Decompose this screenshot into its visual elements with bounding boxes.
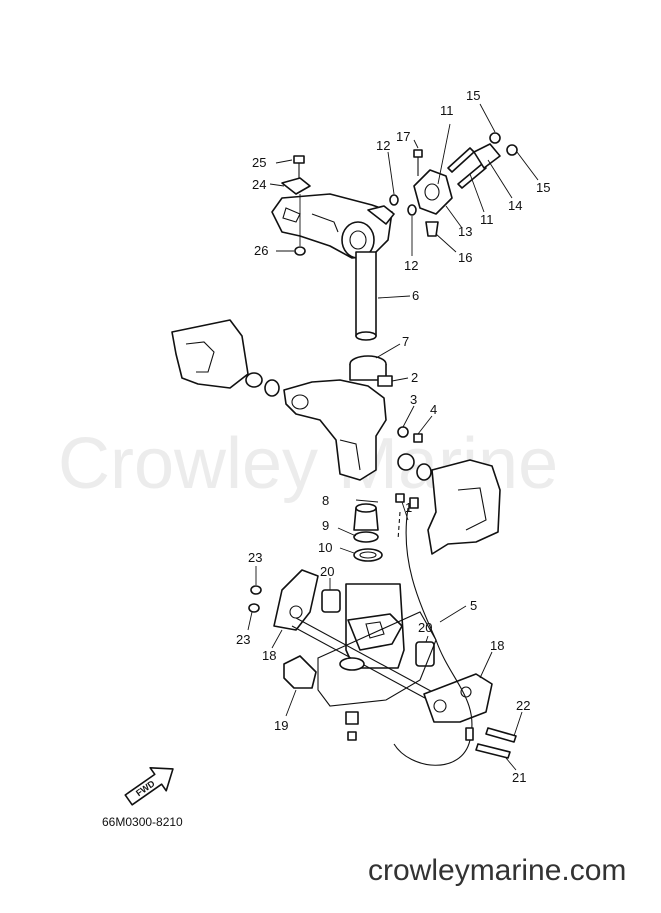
callout-12-lower: 12: [404, 258, 418, 273]
callout-6: 6: [412, 288, 419, 303]
swivel-bracket: [271, 193, 393, 259]
bracket-slot: [282, 207, 301, 223]
callout-19: 19: [274, 718, 288, 733]
bracket-ear: [367, 205, 395, 225]
lead-terminal: [465, 727, 474, 741]
callout-20-right: 20: [418, 620, 432, 635]
lower-boss: [339, 657, 365, 671]
mount-18-left: [273, 569, 319, 631]
callout-23-lower: 23: [236, 632, 250, 647]
grommet-right: [416, 463, 432, 481]
plate-24: [281, 177, 311, 195]
callout-10: 10: [318, 540, 332, 555]
site-text: crowleymarine.com: [368, 854, 626, 887]
callouts: 1 2 3 4 5 6 7 8 9 10 11 11 12 12 13 14 1…: [236, 88, 550, 785]
nut-23-lower: [248, 603, 260, 613]
callout-16: 16: [458, 250, 472, 265]
callout-15-upper: 15: [466, 88, 480, 103]
bracket-rib: [311, 213, 339, 233]
callout-5: 5: [470, 598, 477, 613]
callout-17: 17: [396, 129, 410, 144]
callout-11-lower: 11: [480, 212, 494, 227]
callout-22: 22: [516, 698, 530, 713]
pad-2: [377, 375, 393, 387]
side-cover-left: [171, 319, 249, 389]
callout-14: 14: [508, 198, 522, 213]
nut-23-upper: [250, 585, 262, 595]
bushing-right: [397, 453, 415, 471]
callout-12-upper: 12: [376, 138, 390, 153]
drawing-code: 66M0300-8210: [102, 815, 183, 829]
callout-20-left: 20: [320, 564, 334, 579]
callout-4: 4: [430, 402, 437, 417]
leader-lines: [247, 103, 539, 771]
callout-11-upper: 11: [440, 103, 454, 118]
damper-19: [283, 655, 317, 689]
upper-bracket-assembly: [271, 155, 417, 341]
callout-26: 26: [254, 243, 268, 258]
upper-mount-13: [413, 169, 453, 215]
callout-15-lower: 15: [536, 180, 550, 195]
bolt-1: [395, 493, 405, 503]
callout-8: 8: [322, 493, 329, 508]
callout-2: 2: [411, 370, 418, 385]
ground-lead-screw: [409, 497, 419, 509]
screw-bottom: [347, 731, 357, 741]
callout-9: 9: [322, 518, 329, 533]
callout-24: 24: [252, 177, 266, 192]
callout-18-right: 18: [490, 638, 504, 653]
bolt-21: [475, 743, 511, 759]
washer-12-lower: [407, 204, 417, 216]
fwd-arrow: FWD: [124, 766, 174, 806]
pad-20-left: [321, 589, 341, 613]
stud-11-lower: [457, 163, 487, 189]
nut-26: [294, 246, 306, 256]
mount-18-right: [423, 673, 493, 723]
stud-11-upper: [447, 147, 475, 173]
callout-1: 1: [405, 500, 412, 515]
callout-21: 21: [512, 770, 526, 785]
housing-body: [283, 379, 387, 481]
grommet-left: [245, 372, 263, 388]
steering-tube-6: [355, 251, 377, 341]
callout-3: 3: [410, 392, 417, 407]
plate-14: [473, 143, 501, 169]
steering-housing: [283, 355, 432, 509]
bolt-22: [485, 727, 517, 743]
callout-13: 13: [458, 224, 472, 239]
callout-18-left: 18: [262, 648, 276, 663]
washer-12-upper: [389, 194, 399, 206]
upper-mount-assembly: [413, 132, 518, 237]
bolt-17: [413, 149, 423, 158]
o-ring-9: [353, 531, 379, 543]
nut-15-upper: [489, 132, 501, 144]
callout-7: 7: [402, 334, 409, 349]
seal-10: [353, 548, 383, 562]
side-cover-right: [427, 459, 501, 555]
callout-23-upper: 23: [248, 550, 262, 565]
callout-25: 25: [252, 155, 266, 170]
nut-15-lower: [506, 144, 518, 156]
bolt-4: [413, 433, 423, 443]
lower-mount-assembly: [248, 569, 517, 759]
bolt-25: [293, 155, 305, 180]
grease-nipple-16: [425, 221, 439, 237]
grease-nipple-3: [397, 426, 409, 438]
pad-20-right: [415, 641, 435, 667]
bushing-left: [264, 379, 280, 397]
fwd-arrow-icon: [124, 766, 174, 806]
ground-lead-5: [393, 507, 473, 766]
elbow-fitting: [345, 711, 359, 725]
lower-bushing-stack: [353, 503, 383, 562]
